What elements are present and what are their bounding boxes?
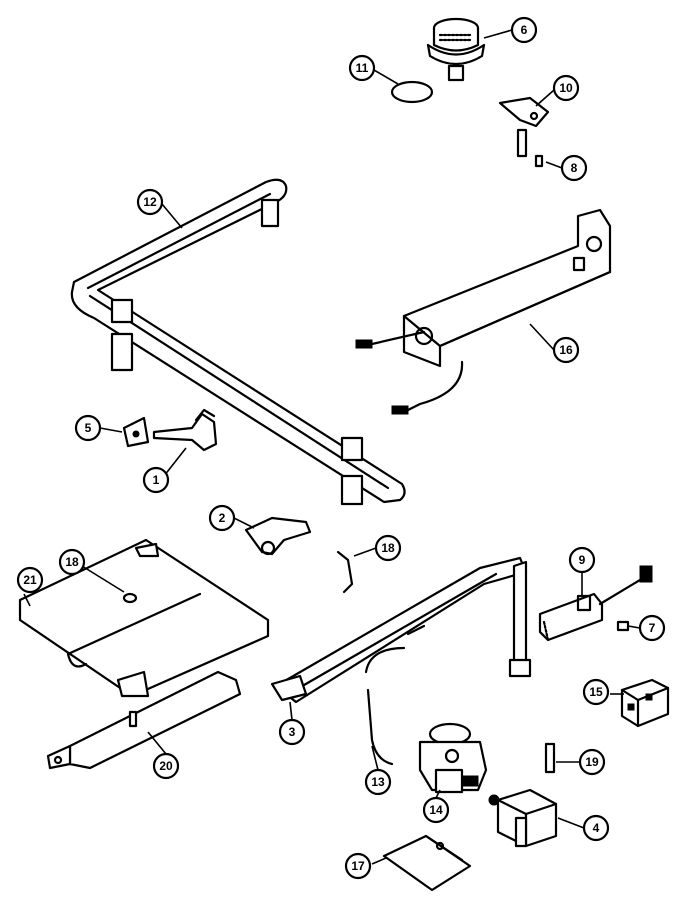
part-burner-channel xyxy=(46,670,242,770)
callout-13: 13 xyxy=(364,768,392,796)
part-ignition-block xyxy=(620,678,670,728)
svg-text:17: 17 xyxy=(351,859,365,873)
callout-5: 5 xyxy=(74,414,102,442)
part-heat-shield xyxy=(18,538,270,698)
callout-6: 6 xyxy=(510,16,538,44)
part-bracket-10 xyxy=(498,96,550,158)
part-igniter-bracket xyxy=(355,208,612,415)
svg-text:18: 18 xyxy=(381,541,395,555)
callout-19-lower: 19 xyxy=(578,748,606,776)
part-clip-5 xyxy=(122,416,150,448)
part-spark-electrode xyxy=(244,516,312,556)
svg-text:9: 9 xyxy=(579,553,586,567)
callout-7: 7 xyxy=(638,614,666,642)
svg-text:8: 8 xyxy=(571,161,578,175)
svg-text:7: 7 xyxy=(649,621,656,635)
callout-2: 2 xyxy=(208,504,236,532)
callout-4: 4 xyxy=(582,814,610,842)
callout-12: 12 xyxy=(136,188,164,216)
svg-text:16: 16 xyxy=(559,343,573,357)
callout-14: 14 xyxy=(422,796,450,824)
callout-18: 18 xyxy=(374,534,402,562)
part-o-ring xyxy=(390,80,434,104)
callout-10: 10 xyxy=(552,74,580,102)
svg-text:5: 5 xyxy=(85,421,92,435)
svg-text:10: 10 xyxy=(559,81,573,95)
part-bracket-17 xyxy=(382,834,472,892)
svg-text:18: 18 xyxy=(65,555,79,569)
svg-text:4: 4 xyxy=(593,821,600,835)
callout-9: 9 xyxy=(568,546,596,574)
svg-text:15: 15 xyxy=(589,685,603,699)
callout-3: 3 xyxy=(278,718,306,746)
part-switch-module xyxy=(538,565,653,642)
svg-text:12: 12 xyxy=(143,195,157,209)
callout-17: 17 xyxy=(344,852,372,880)
callout-18-shield: 18 xyxy=(58,548,86,576)
part-pressure-regulator xyxy=(418,722,488,794)
part-valve xyxy=(488,788,558,848)
part-tube-19-lower xyxy=(544,742,556,774)
svg-text:3: 3 xyxy=(289,725,296,739)
part-tube-18-small xyxy=(336,550,354,594)
part-orifice-holder xyxy=(152,408,218,452)
svg-text:14: 14 xyxy=(429,803,443,817)
callout-16: 16 xyxy=(552,336,580,364)
callout-21: 21 xyxy=(16,566,44,594)
part-flex-tube xyxy=(366,688,394,766)
svg-text:11: 11 xyxy=(356,61,369,75)
leader-lines xyxy=(23,29,641,865)
svg-text:6: 6 xyxy=(521,23,528,37)
svg-text:19: 19 xyxy=(585,755,599,769)
callout-20: 20 xyxy=(152,752,180,780)
part-regulator-cap xyxy=(426,17,486,82)
svg-text:2: 2 xyxy=(219,511,226,525)
svg-text:1: 1 xyxy=(153,473,160,487)
svg-text:20: 20 xyxy=(159,759,173,773)
callout-1: 1 xyxy=(142,466,170,494)
callout-15: 15 xyxy=(582,678,610,706)
part-burner xyxy=(70,178,406,506)
callout-11: 11 xyxy=(348,54,376,82)
part-screw-8 xyxy=(534,154,544,168)
svg-text:13: 13 xyxy=(371,775,385,789)
svg-text:21: 21 xyxy=(23,573,37,587)
part-manifold-tube xyxy=(270,556,532,704)
part-screw-7 xyxy=(616,620,630,632)
callout-8: 8 xyxy=(560,154,588,182)
